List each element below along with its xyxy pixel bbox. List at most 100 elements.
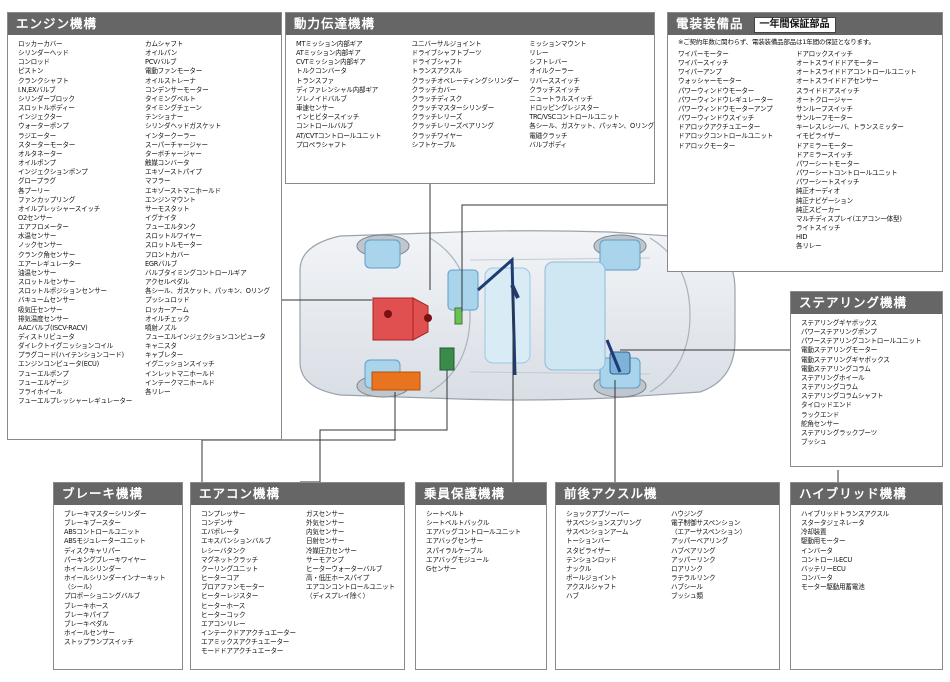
safety-part-item: エアバッグモジュール (426, 555, 489, 564)
engine-part-item: インジェクションポンプ (18, 168, 88, 177)
drivetrain-part-item: オイルクーラー (529, 67, 574, 76)
safety-part-item: シートベルトバックル (426, 519, 490, 528)
steering-part-item: ステアリングギヤボックス (801, 319, 877, 327)
drivetrain-part-item: クラッチワイヤー (411, 131, 463, 140)
drivetrain-part-item: ドライブシャフト (411, 58, 463, 67)
engine-part-item: キャブレター (145, 351, 184, 360)
steering-part-item: ラックエンド (801, 410, 840, 419)
engine-part-item: ピストン (18, 67, 44, 76)
drivetrain-part-item: 車速センサー (296, 104, 335, 113)
safety-part-item: Gセンサー (426, 564, 457, 573)
engine-part-item: AACバルブ(ISCV-RACV) (18, 323, 88, 332)
engine-part-item: エンジンコンピュータ(ECU) (18, 360, 99, 369)
drivetrain-part-item: ドライブシャフトブーツ (411, 49, 482, 58)
aircon-part-item: 高・低圧ホースパイプ (306, 574, 370, 583)
drivetrain-part-item: ソレノイドバルブ (296, 94, 347, 103)
aircon-part-item: サーモアンプ (306, 555, 344, 564)
drivetrain-part-item: ドロッピングレジスター (529, 104, 600, 113)
electrical-part-item: ライトスイッチ (796, 223, 841, 232)
brake-part-item: ホイールシリンダーインナーキット (64, 574, 166, 583)
axle-part-item: ブッシュ類 (671, 592, 703, 601)
drivetrain-part-item: クラッチディスク (411, 94, 463, 103)
safety-part-item: シートベルト (426, 510, 465, 518)
engine-part-item: タイミングベルト (145, 94, 196, 103)
engine-part-item: 各シール、ガスケット、パッキン、Oリング (145, 287, 270, 296)
drivetrain-part-item: リレー (529, 49, 549, 58)
engine-part-item: 油温センサー (18, 268, 57, 277)
warranty-badge: 一年間保証部品 (753, 17, 836, 33)
steering-part-item: 電動ステアリングモーター (801, 346, 878, 355)
engine-part-item: I.N,EXバルブ (18, 85, 56, 94)
engine-part-item: フューエルインジェクションコンピュータ (145, 333, 266, 341)
axle-parts-col1: ショックアブソーバーサスペンションスプリングサスペンションアームトーションバース… (566, 510, 671, 602)
engine-part-item: エキゾーストマニホールド (145, 186, 221, 195)
ecu-module (439, 347, 455, 371)
engine-part-item: スロットルセンサー (18, 278, 76, 287)
electrical-part-item: キーレスレシーバ、トランスミッター (796, 123, 904, 132)
brake-part-item: ホイールセンサー (64, 629, 115, 638)
engine-part-item: 吸気圧センサー (18, 305, 63, 314)
engine-part-item: 各プーリー (18, 186, 50, 195)
drivetrain-part-item: TRC/VSCコントロールユニット (529, 113, 620, 122)
aircon-part-item: モードドアアクチュエーター (201, 647, 284, 656)
drivetrain-part-item: バルブボディ (529, 140, 567, 149)
drivetrain-part-item: リバーススイッチ (529, 76, 580, 85)
aircon-part-item: エアミックスアクチュエーター (201, 638, 290, 647)
electrical-part-item: パワーシートコントロールユニット (796, 169, 898, 178)
electrical-part-item: ドアロックアクチュエーター (678, 123, 761, 132)
engine-part-item: フューエルプレッシャーレギュレーター (18, 397, 133, 406)
engine-part-item: オイルチェック (145, 314, 190, 323)
engine-part-item: ウォーターポンプ (18, 122, 69, 131)
axle-section: 前後アクスル機 ショックアブソーバーサスペンションスプリングサスペンションアーム… (555, 482, 780, 670)
safety-part-item: エアバッグコントロールユニット (426, 528, 521, 537)
engine-part-item: EGRバルブ (145, 259, 178, 268)
rear-suspension-left (599, 239, 641, 271)
drivetrain-parts-col2: ユニバーサルジョイントドライブシャフトブーツドライブシャフトトランスアクスルクラ… (412, 40, 530, 150)
engine-part-item: アクセルペダル (145, 278, 190, 287)
aircon-part-item: ヒーターホース (201, 601, 246, 610)
drivetrain-part-item: トルクコンバータ (296, 67, 347, 76)
electrical-part-item: オートスライドドアモーター (796, 59, 879, 68)
steering-part-item: ブッシュ (801, 438, 827, 447)
steering-part-item: 電動ステアリングギヤボックス (801, 355, 890, 364)
windshield (429, 237, 471, 393)
engine-part-item: 排気温度センサー (18, 314, 69, 323)
drivetrain-part-item: CVTミッション内部ギア (296, 58, 366, 67)
aircon-part-item: ヒーターコック (201, 610, 246, 619)
engine-part-item: オイルプレッシャースイッチ (18, 204, 101, 213)
engine-part-item: クランク角センサー (18, 250, 76, 259)
aircon-part-item: ヒーターレジスター (201, 592, 259, 601)
occupant-protection-section-title: 乗員保護機構 (416, 483, 546, 505)
steering-parts-col1: ステアリングギヤボックスパワーステアリングポンプパワーステアリングコントロールユ… (801, 319, 921, 447)
aircon-parts-col1: コンプレッサーコンデンサエバポレータエキスパンションバルブレシーバタンクマグネッ… (201, 510, 306, 657)
axle-part-item: アクスルシャフト (566, 583, 617, 592)
axle-part-item: テンションロッド (566, 555, 617, 564)
aircon-part-item: エバポレータ (201, 528, 240, 537)
brake-part-item: ABSモジュレーターユニット (64, 537, 146, 546)
engine-part-item: ターボチャージャー (145, 149, 202, 158)
steering-section-title: ステアリング機構 (791, 292, 942, 314)
aircon-part-item: コンデンサ (201, 519, 233, 528)
brake-part-item: ブレーキホース (64, 601, 109, 610)
axle-part-item: サスペンションスプリング (566, 519, 642, 528)
drivetrain-part-item: ディファレンシャル内部ギア (296, 85, 379, 94)
electrical-part-item: パワーウィンドウモーター (678, 86, 755, 95)
axle-part-item: ハブ (566, 592, 579, 601)
electrical-part-item: パワーシートモーター (796, 159, 860, 168)
steering-part-item: ステアリングコラム (801, 383, 858, 392)
axle-part-item: サスペンションアーム (566, 528, 629, 537)
hybrid-parts-col1: ハイブリッドトランスアクスルスタータジェネレータ冷却装置駆動用モーターインバータ… (801, 510, 889, 592)
electrical-part-item: サンルーフスイッチ (796, 104, 853, 113)
engine-part-item: ノックセンサー (18, 241, 63, 250)
engine-part-item: オイルストレーナ (145, 76, 196, 85)
drivetrain-part-item: 各シール、ガスケット、パッキン、Oリング (529, 122, 654, 131)
aircon-part-item: コンプレッサー (201, 510, 246, 518)
drivetrain-part-item: ユニバーサルジョイント (411, 40, 482, 48)
engine-part-item: 水温センサー (18, 232, 57, 241)
axle-part-item: （エアーサスペンション） (671, 528, 747, 537)
hybrid-part-item: バッテリーECU (801, 564, 846, 573)
aircon-part-item: （ディスプレイ除く） (306, 592, 369, 601)
